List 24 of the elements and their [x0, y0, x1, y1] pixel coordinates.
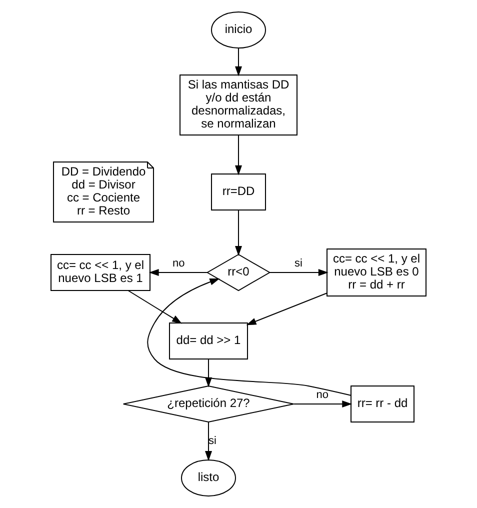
node-box: Si las mantisas DD y/o dd están desnormalizadas, se normalizan [180, 74, 298, 136]
node-diamond: rr<0 [206, 254, 271, 292]
arrow [293, 400, 352, 408]
node-ellipse: listo [181, 460, 236, 496]
arrow [205, 422, 212, 462]
arrow [269, 269, 328, 276]
node-box: cc= cc << 1, y el nuevo LSB es 1 [50, 254, 150, 291]
arrow [235, 210, 242, 256]
node-box: dd= dd >> 1 [169, 322, 248, 360]
node-diamond: ¿repetición 27? [122, 385, 294, 423]
node-ellipse: inicio [211, 12, 266, 48]
arrow [147, 278, 352, 396]
node-box: rr= rr - dd [350, 386, 414, 422]
edge-label: si [208, 434, 216, 447]
arrow [235, 134, 242, 176]
node-box: cc= cc << 1, y el nuevo LSB es 0 rr = dd + rr [326, 248, 426, 296]
node-box: rr=DD [211, 174, 266, 210]
edge-label: no [316, 388, 329, 401]
edge-label: si [294, 257, 302, 270]
edge-label: no [172, 257, 185, 270]
arrow [246, 292, 328, 326]
arrow [148, 269, 208, 276]
arrow [235, 48, 242, 76]
arrow [128, 290, 182, 324]
